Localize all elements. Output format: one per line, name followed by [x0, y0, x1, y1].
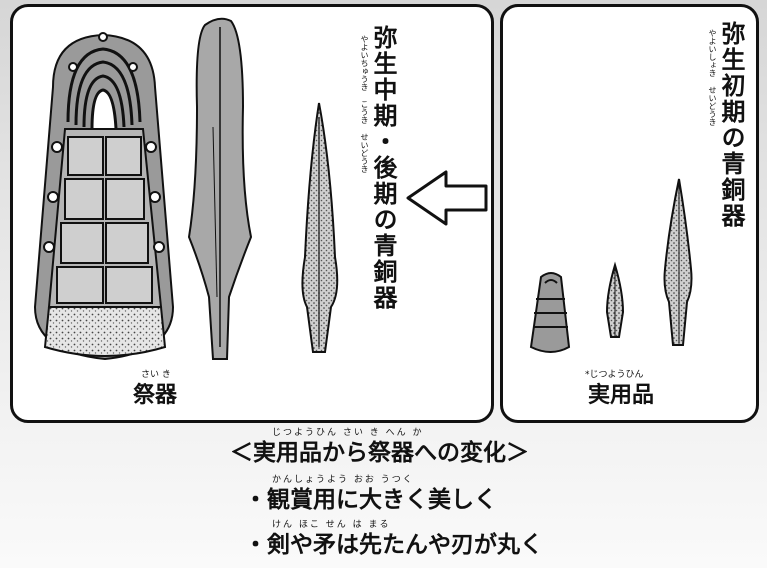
bronze-sword-icon — [187, 17, 253, 360]
left-title-ruby: やよいちゅうき こうき せいどうき — [360, 35, 369, 173]
bottom-point-2: ・剣や矛は先たんや刃が丸く — [244, 532, 543, 558]
left-panel: やよいちゅうき こうき せいどうき 弥生中期・後期の青銅器 さい き 祭器 — [10, 4, 494, 423]
left-panel-title: 弥生中期・後期の青銅器 — [369, 25, 397, 311]
bottom-line3-ruby: けん ほこ せん は まる — [272, 520, 391, 530]
large-dotaku-icon — [33, 32, 175, 361]
right-panel: やよいしょき せいどうき 弥生初期の青銅器 *じつようひん 実用品 — [500, 4, 759, 423]
bottom-line1-ruby: じつようひん さい き へん か — [272, 428, 424, 438]
left-caption-ruby: さい き — [141, 370, 171, 380]
right-panel-title: 弥生初期の青銅器 — [717, 21, 745, 229]
left-panel-caption: 祭器 — [133, 383, 178, 408]
bottom-point-1: ・観賞用に大きく美しく — [244, 487, 497, 513]
left-illustration — [33, 17, 339, 361]
small-dagger-icon — [605, 261, 625, 338]
right-illustration — [529, 178, 693, 353]
small-spear-icon — [663, 178, 693, 346]
small-dotaku-icon — [529, 272, 571, 353]
right-title-ruby: やよいしょき せいどうき — [708, 29, 717, 126]
right-caption-ruby: *じつようひん — [585, 370, 644, 380]
bottom-line2-ruby: かんしょうよう おお うつく — [272, 475, 414, 485]
bottom-heading: ＜実用品から祭器への変化＞ — [230, 440, 529, 466]
bronze-spear-icon — [301, 102, 339, 353]
left-arrow-icon — [406, 170, 488, 226]
right-panel-caption: 実用品 — [588, 383, 655, 408]
